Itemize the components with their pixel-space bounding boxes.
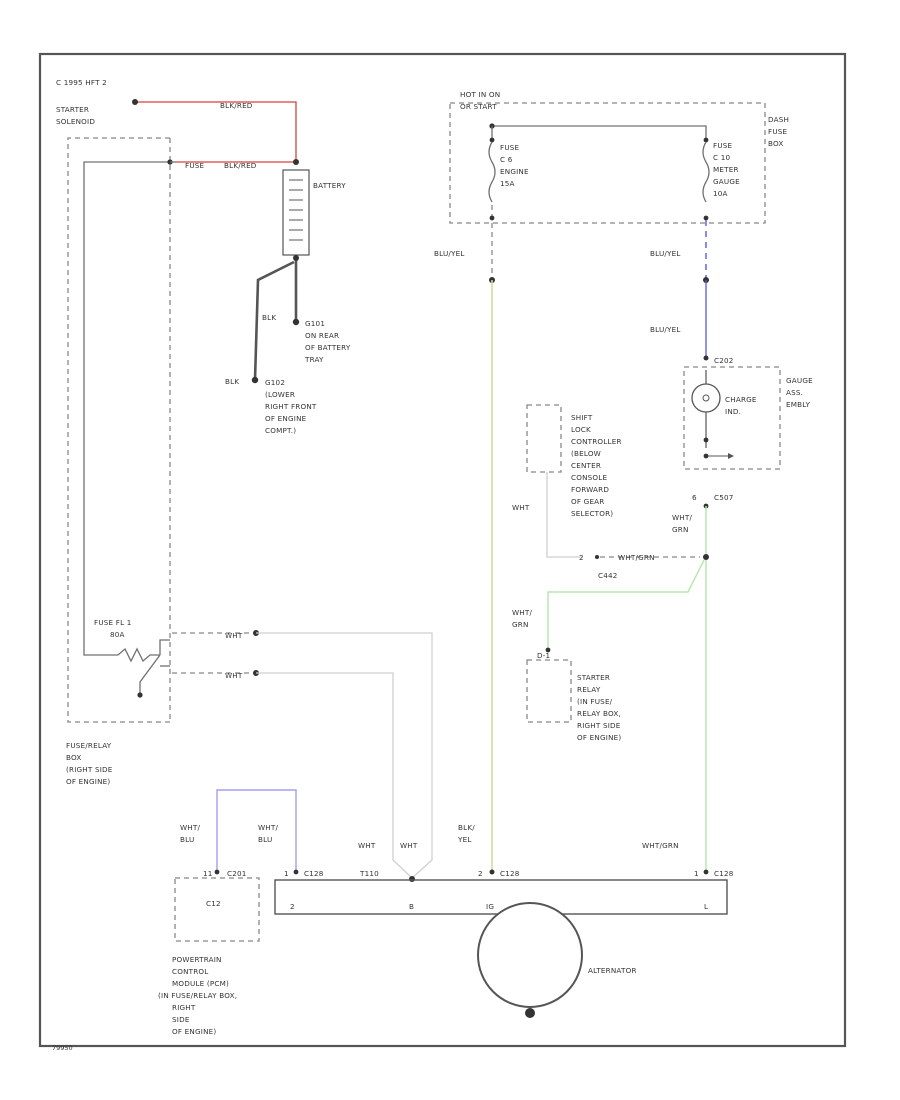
fuse-fl1-symbol xyxy=(117,647,160,663)
hot-in-label: HOT IN ON OR START xyxy=(460,90,503,111)
c507-label: C507 xyxy=(714,493,734,502)
starter-solenoid-label: STARTER SOLENOID xyxy=(56,105,95,126)
wht-grn-bottom-label: WHT/GRN xyxy=(642,841,679,850)
blu-yel-right-top-label: BLU/YEL xyxy=(650,249,681,258)
c201-pin-label: 11 xyxy=(203,869,213,878)
wire-wht-blu-loop xyxy=(216,789,297,872)
battery-symbol xyxy=(282,169,310,256)
alt-pin-2-label: 2 xyxy=(290,902,295,911)
alt-pin-l-label: L xyxy=(704,902,708,911)
wire-wht-shift-lock xyxy=(546,472,582,558)
blk-g101-label: BLK xyxy=(262,313,276,322)
fuse-c6-symbol xyxy=(488,141,496,203)
starter-relay-outline xyxy=(526,659,572,723)
joint-pin-label: 2 xyxy=(579,553,584,562)
c128-a-label: C128 xyxy=(304,869,324,878)
wht-grn-joint-label: WHT/GRN xyxy=(618,553,655,562)
wire-blk-red-top-label: BLK/RED xyxy=(220,101,253,110)
fuse-label: FUSE xyxy=(185,161,205,170)
c128-c-label: C128 xyxy=(714,869,734,878)
wire-wht-grn-starter xyxy=(547,559,705,650)
header-text: C 1995 HFT 2 xyxy=(56,78,107,87)
charge-ind-label: CHARGE IND. xyxy=(725,395,759,416)
charge-indicator-lamp xyxy=(691,383,721,413)
blk-yel-label: BLK/ YEL xyxy=(457,823,477,844)
wire-blk-red-battery-label: BLK/RED xyxy=(224,161,257,170)
gauge-assembly-outline xyxy=(683,366,781,470)
shift-lock-label: SHIFT LOCK CONTROLLER (BELOW CENTER CONS… xyxy=(571,413,624,518)
fuse-c10-label: FUSE C 10 METER GAUGE 10A xyxy=(713,141,742,198)
wht-2-label: WHT xyxy=(225,671,243,680)
dash-fuse-box-label: DASH FUSE BOX xyxy=(768,115,792,148)
wht-shift-label: WHT xyxy=(512,503,530,512)
wire-hot-bus xyxy=(492,125,707,140)
pcm-label: POWERTRAIN CONTROL MODULE (PCM) (IN FUSE… xyxy=(158,955,240,1036)
wht-blu-left-label: WHT/ BLU xyxy=(180,823,203,844)
pcm-outline xyxy=(174,877,260,942)
fuse-relay-box-label: FUSE/RELAY BOX (RIGHT SIDE OF ENGINE) xyxy=(66,741,115,786)
wire-blk-g102 xyxy=(253,260,295,381)
blk-g102-label: BLK xyxy=(225,377,239,386)
starter-relay-pin-label: D-1 xyxy=(537,651,550,660)
wht-grn-c507-label: WHT/ GRN xyxy=(672,513,695,534)
c128-pin-b-label: 2 xyxy=(478,869,483,878)
dash-fuse-box-outline xyxy=(449,102,766,224)
gauge-assembly-label: GAUGE ASS. EMBLY xyxy=(786,376,815,409)
wht-blu-right-label: WHT/ BLU xyxy=(258,823,281,844)
wire-gray-fuse-fl1 xyxy=(83,161,170,656)
c442-label: C442 xyxy=(598,571,618,580)
c201-label: C201 xyxy=(227,869,247,878)
shift-lock-controller-outline xyxy=(526,404,562,473)
g101-label: G101 ON REAR OF BATTERY TRAY xyxy=(304,319,353,364)
g102-label: G102 (LOWER RIGHT FRONT OF ENGINE COMPT.… xyxy=(265,378,319,435)
c128-b-label: C128 xyxy=(500,869,520,878)
wht-grn-starter-label: WHT/ GRN xyxy=(512,608,535,629)
blu-yel-left-label: BLU/YEL xyxy=(434,249,465,258)
fuse-c10-symbol xyxy=(702,141,710,203)
alternator-symbol xyxy=(477,902,583,1008)
alternator-label: ALTERNATOR xyxy=(588,966,637,975)
wht-left-label: WHT xyxy=(358,841,376,850)
wire-wht-lower xyxy=(256,672,413,879)
wht-1-label: WHT xyxy=(225,631,243,640)
c12-label: C12 xyxy=(206,899,221,908)
c202-label: C202 xyxy=(714,356,734,365)
fuse-fl1-label: FUSE FL 1 80A xyxy=(94,618,134,639)
t110-label: T110 xyxy=(359,869,379,878)
c128-pin-a-label: 1 xyxy=(284,869,289,878)
wht-right-label: WHT xyxy=(400,841,418,850)
battery-label: BATTERY xyxy=(313,181,346,190)
diagram-frame xyxy=(38,52,847,1048)
footer-id: 79950 xyxy=(52,1044,73,1052)
c507-pin-label: 6 xyxy=(692,493,697,502)
blu-yel-right-bot-label: BLU/YEL xyxy=(650,325,681,334)
wire-blk-red-solenoid xyxy=(135,101,297,162)
alternator-connector xyxy=(274,879,728,915)
c128-pin-c-label: 1 xyxy=(694,869,699,878)
wire-wht-upper xyxy=(256,632,433,879)
alt-pin-ig-label: IG xyxy=(486,902,494,911)
starter-relay-label: STARTER RELAY (IN FUSE/ RELAY BOX, RIGHT… xyxy=(577,673,623,742)
fuse-c6-label: FUSE C 6 ENGINE 15A xyxy=(500,143,531,188)
alt-pin-b-label: B xyxy=(409,902,414,911)
